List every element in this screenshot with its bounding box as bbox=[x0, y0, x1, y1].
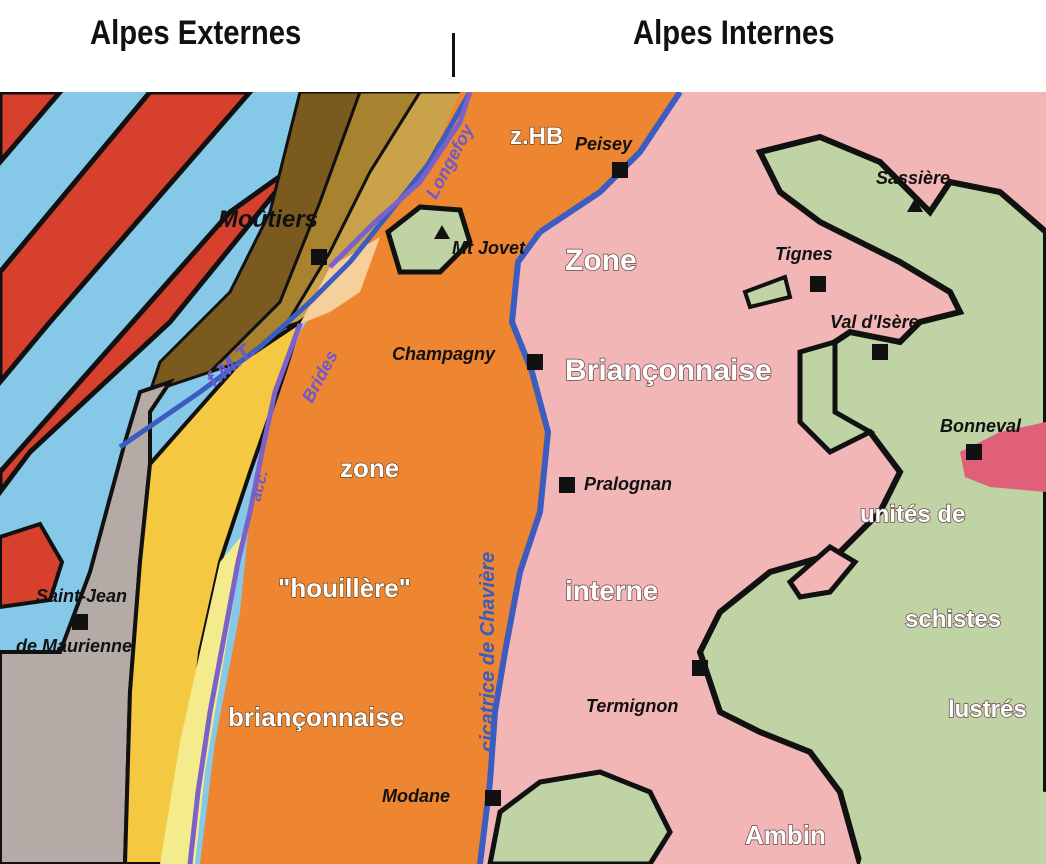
fault-fmt bbox=[118, 92, 473, 450]
label-moutiers: Moûtiers bbox=[218, 206, 318, 233]
label-saint-jean-2: de Maurienne bbox=[16, 636, 132, 656]
label-fault-chaviere: cicatrice de Chavière bbox=[477, 552, 499, 752]
pink-window bbox=[786, 543, 859, 600]
marker-moutiers bbox=[311, 249, 327, 265]
marker-bonneval bbox=[966, 444, 982, 460]
magenta-patch bbox=[960, 422, 1046, 492]
marker-modane bbox=[485, 790, 501, 806]
label-ambin: Ambin bbox=[745, 820, 826, 850]
summit-sassiere bbox=[907, 198, 923, 212]
label-schistes: schistes bbox=[905, 606, 1001, 633]
header-alpes-externes: Alpes Externes bbox=[90, 14, 302, 52]
red-band-2 bbox=[0, 92, 254, 386]
geologic-map: Moûtiers Peisey Mt Jovet Champagny Pralo… bbox=[0, 92, 1046, 864]
label-houillere-2: "houillère" bbox=[278, 573, 411, 603]
map-header: Alpes Externes Alpes Internes bbox=[0, 0, 1046, 92]
green-schistes-lustres bbox=[696, 133, 1046, 864]
label-tignes: Tignes bbox=[775, 244, 833, 264]
fault-brides bbox=[187, 323, 303, 864]
marker-peisey bbox=[612, 162, 628, 178]
marker-termignon bbox=[692, 660, 708, 676]
green-ambin-east bbox=[860, 782, 1046, 864]
label-termignon: Termignon bbox=[586, 696, 678, 716]
marker-saint-jean bbox=[72, 614, 88, 630]
red-saint-jean bbox=[0, 521, 65, 610]
orange-houillere-zone bbox=[200, 92, 680, 864]
label-saint-jean-1: Saint-Jean bbox=[36, 586, 127, 606]
label-zhb: z.HB bbox=[510, 123, 563, 150]
label-peisey: Peisey bbox=[575, 134, 633, 154]
label-zone: Zone bbox=[565, 244, 637, 277]
label-bonneval: Bonneval bbox=[940, 416, 1022, 436]
green-mt-jovet bbox=[385, 204, 473, 275]
summit-mt-jovet bbox=[434, 225, 450, 239]
marker-val-disere bbox=[872, 344, 888, 360]
label-modane: Modane bbox=[382, 786, 450, 806]
green-val-disere-lobe bbox=[797, 338, 876, 456]
label-sassiere: Sassière bbox=[876, 168, 950, 188]
label-brianconnaise: Briançonnaise bbox=[565, 354, 772, 387]
label-mt-jovet: Mt Jovet bbox=[452, 238, 526, 258]
fault-longefoy bbox=[328, 92, 473, 269]
green-ambin-west bbox=[487, 769, 673, 864]
marker-champagny bbox=[527, 354, 543, 370]
label-champagny: Champagny bbox=[392, 344, 496, 364]
label-val-disere: Val d'Isère bbox=[830, 312, 919, 332]
header-alpes-internes: Alpes Internes bbox=[633, 14, 835, 52]
label-houillere-3: briançonnaise bbox=[228, 702, 404, 732]
marker-pralognan bbox=[559, 477, 575, 493]
marker-tignes bbox=[810, 276, 826, 292]
label-houillere-1: zone bbox=[340, 453, 399, 483]
fault-chaviere bbox=[477, 230, 552, 864]
header-divider bbox=[452, 33, 455, 77]
green-tignes-patch bbox=[742, 274, 793, 310]
red-band-3 bbox=[0, 159, 302, 497]
red-band-1 bbox=[0, 92, 64, 166]
label-lustres: lustrés bbox=[948, 696, 1027, 723]
peach-strip bbox=[300, 237, 380, 324]
label-unites-de: unités de bbox=[860, 501, 965, 528]
pale-yellow-band bbox=[160, 532, 245, 864]
label-interne: interne bbox=[565, 575, 658, 606]
label-pralognan: Pralognan bbox=[584, 474, 672, 494]
